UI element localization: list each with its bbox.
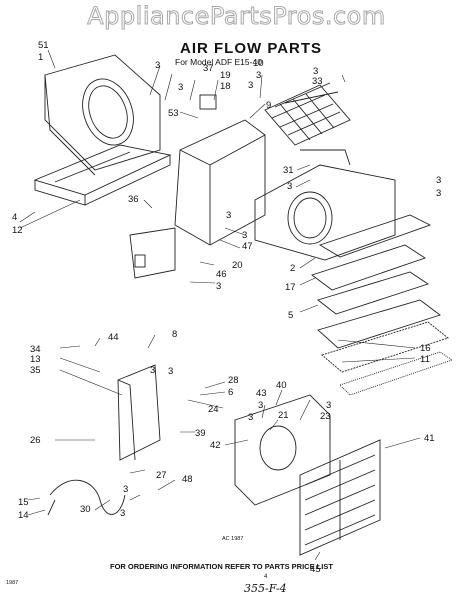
page-number: 4 <box>264 574 268 580</box>
callout-3o: 3 <box>226 210 231 221</box>
callout-3m: 3 <box>178 82 183 93</box>
callout-3d: 3 <box>287 181 292 192</box>
front-grille-panel <box>44 54 161 176</box>
callout-36: 36 <box>128 194 139 205</box>
callout-9: 9 <box>266 100 271 111</box>
callout-3b: 3 <box>256 70 261 81</box>
callout-53: 53 <box>168 108 179 119</box>
callout-31: 31 <box>283 165 294 176</box>
callout-46: 46 <box>216 269 227 280</box>
callout-3: 3 <box>155 60 160 71</box>
callout-3c: 3 <box>313 66 318 77</box>
lower-bulkhead <box>234 394 331 506</box>
callout-23: 23 <box>320 411 331 422</box>
callout-14: 14 <box>18 510 29 521</box>
fan-scroll-housing <box>254 149 396 261</box>
callout-18: 18 <box>220 81 231 92</box>
callout-3g: 3 <box>216 281 221 292</box>
callout-3i: 3 <box>258 400 263 411</box>
drawing-code: AC 1987 <box>222 536 244 542</box>
callout-10: 10 <box>253 58 264 69</box>
corner-code: 1987 <box>6 580 19 586</box>
callout-3k: 3 <box>123 484 128 495</box>
callout-3e: 3 <box>436 175 441 186</box>
watermark: AppliancePartsPros.com <box>87 2 386 31</box>
callout-8: 8 <box>172 329 177 340</box>
callout-33: 33 <box>312 76 323 87</box>
handwritten-note: 355-F-4 <box>244 582 287 595</box>
callout-13: 13 <box>30 354 41 365</box>
condenser-coil <box>299 439 381 556</box>
callout-39: 39 <box>195 428 206 439</box>
callout-20: 20 <box>232 260 243 271</box>
callout-35: 35 <box>30 365 41 376</box>
wire-harness <box>47 479 126 516</box>
callout-41: 41 <box>424 433 435 444</box>
air-filters <box>317 299 454 396</box>
callout-6: 6 <box>228 387 233 398</box>
callout-3n: 3 <box>248 80 253 91</box>
callout-51: 51 <box>38 40 49 51</box>
leader-lines <box>19 49 421 561</box>
callout-3l: 3 <box>120 508 125 519</box>
callout-3j: 3 <box>326 400 331 411</box>
callout-15: 15 <box>18 497 29 508</box>
callout-4: 4 <box>12 212 17 223</box>
callout-42: 42 <box>210 440 221 451</box>
callout-11: 11 <box>420 354 430 365</box>
diagram-title: AIR FLOW PARTS <box>180 40 323 57</box>
callout-3p: 3 <box>436 188 441 199</box>
callout-24: 24 <box>208 404 219 415</box>
callout-45: 45 <box>310 564 321 575</box>
evaporator-grille <box>264 82 351 146</box>
model-line: For Model ADF E15-40 <box>175 57 262 67</box>
callout-28: 28 <box>228 375 239 386</box>
callout-3q: 3 <box>248 412 253 423</box>
callout-2: 2 <box>290 263 295 274</box>
callout-48: 48 <box>182 474 193 485</box>
callout-44: 44 <box>108 332 119 343</box>
callout-47: 47 <box>242 241 253 252</box>
callout-37: 37 <box>203 63 214 74</box>
callout-3r: 3 <box>168 366 173 377</box>
callout-19: 19 <box>220 70 231 81</box>
callout-43: 43 <box>256 388 267 399</box>
callout-27: 27 <box>156 470 167 481</box>
ordering-footer: FOR ORDERING INFORMATION REFER TO PARTS … <box>110 562 333 571</box>
callout-1: 1 <box>38 52 43 63</box>
control-bracket <box>129 227 176 279</box>
callout-5: 5 <box>288 310 293 321</box>
callout-30: 30 <box>80 504 91 515</box>
control-box <box>117 364 161 461</box>
bulkhead-panel <box>174 94 266 246</box>
callout-34: 34 <box>30 344 41 355</box>
callout-12: 12 <box>12 225 23 236</box>
callout-16: 16 <box>420 343 431 354</box>
callout-17: 17 <box>285 282 296 293</box>
callout-26: 26 <box>30 435 41 446</box>
callout-40: 40 <box>276 380 287 391</box>
callout-21: 21 <box>278 410 289 421</box>
callout-3f: 3 <box>242 230 247 241</box>
filter-panels <box>311 214 432 315</box>
base-pan <box>33 144 172 206</box>
callout-3h: 3 <box>150 365 155 376</box>
